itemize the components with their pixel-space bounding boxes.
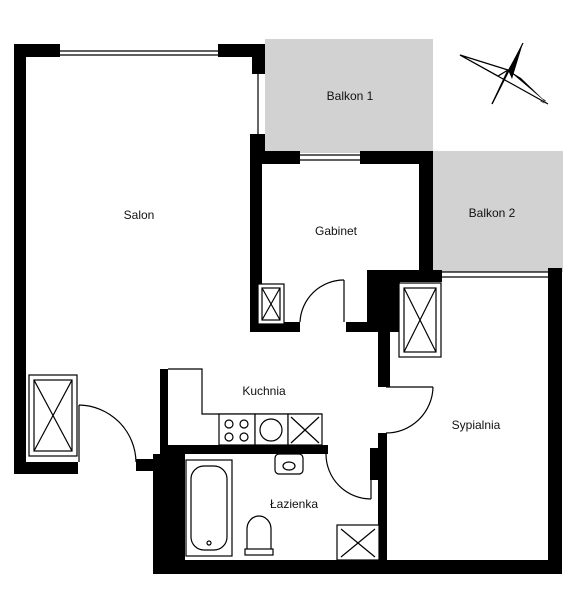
balcony-1-area	[265, 39, 433, 153]
shaft-bathroom	[336, 524, 380, 561]
room-label-salon: Salon	[124, 208, 155, 222]
room-label-kuchnia: Kuchnia	[242, 384, 286, 398]
bathtub	[185, 459, 233, 557]
wall-bath-right	[370, 448, 379, 480]
wall-bedroom-left	[378, 433, 387, 574]
door-gabinet	[299, 279, 345, 323]
kitchen-sink	[254, 413, 289, 446]
wall-gabinet-left	[250, 134, 262, 332]
balcony-2-area	[433, 151, 563, 272]
room-label-balkon1: Balkon 1	[327, 89, 374, 103]
wall-core-top	[367, 270, 442, 282]
wall-top-left	[14, 44, 60, 57]
wall-kitchen-left	[160, 369, 168, 459]
wall-bath-top	[160, 445, 328, 454]
room-label-gabinet: Gabinet	[315, 224, 358, 238]
wall-bedroom-right	[548, 268, 562, 574]
wall-salon-bottom	[14, 462, 78, 474]
wall-salon-left	[14, 44, 26, 474]
wall-gabinet-bottom-left	[250, 322, 300, 332]
toilet	[244, 515, 274, 556]
wall-gabinet-top-left	[250, 151, 300, 164]
shaft-bedroom	[398, 282, 442, 358]
kitchen-cabinet	[287, 413, 323, 446]
cooktop	[218, 413, 256, 446]
room-label-balkon2: Balkon 2	[469, 206, 516, 220]
washbasin	[274, 453, 304, 475]
shaft-gabinet	[257, 283, 285, 325]
shaft-salon	[28, 374, 78, 457]
door-salon	[78, 404, 137, 463]
compass-north-label: N	[540, 98, 547, 105]
wall-gabinet-top-right	[360, 151, 433, 164]
room-label-lazienka: Łazienka	[270, 497, 318, 511]
door-bathroom	[325, 453, 372, 500]
wall-salon-balcony-pillar	[252, 44, 265, 74]
wall-gabinet-bottom-right	[346, 322, 382, 332]
door-bedroom	[385, 386, 434, 434]
room-label-sypialnia: Sypialnia	[452, 418, 501, 432]
wall-bath-left	[153, 454, 185, 574]
wall-bedroom-bottom	[153, 560, 562, 574]
wall-gabinet-right	[419, 151, 433, 276]
compass-icon: N	[459, 42, 549, 105]
